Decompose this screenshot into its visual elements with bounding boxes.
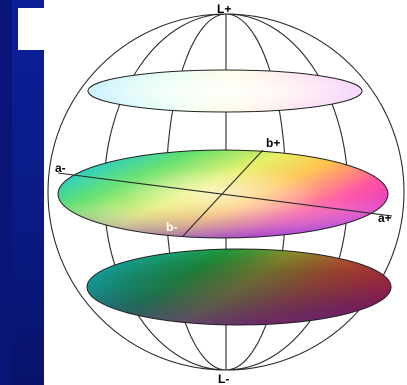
label-a-plus: a+ [378, 211, 392, 225]
title-banner-blank [18, 8, 118, 50]
label-b-minus: b- [166, 220, 177, 234]
lightness-disc-low [86, 248, 392, 326]
label-l-minus: L- [218, 372, 229, 385]
a-axis-line [57, 172, 393, 217]
left-blue-stripe [0, 0, 12, 385]
label-l-plus: L+ [217, 2, 231, 16]
label-a-minus: a- [55, 161, 66, 175]
lightness-disc-high [87, 69, 363, 113]
ab-axes [57, 149, 393, 237]
label-b-plus: b+ [266, 136, 280, 150]
b-axis-line [182, 149, 264, 237]
